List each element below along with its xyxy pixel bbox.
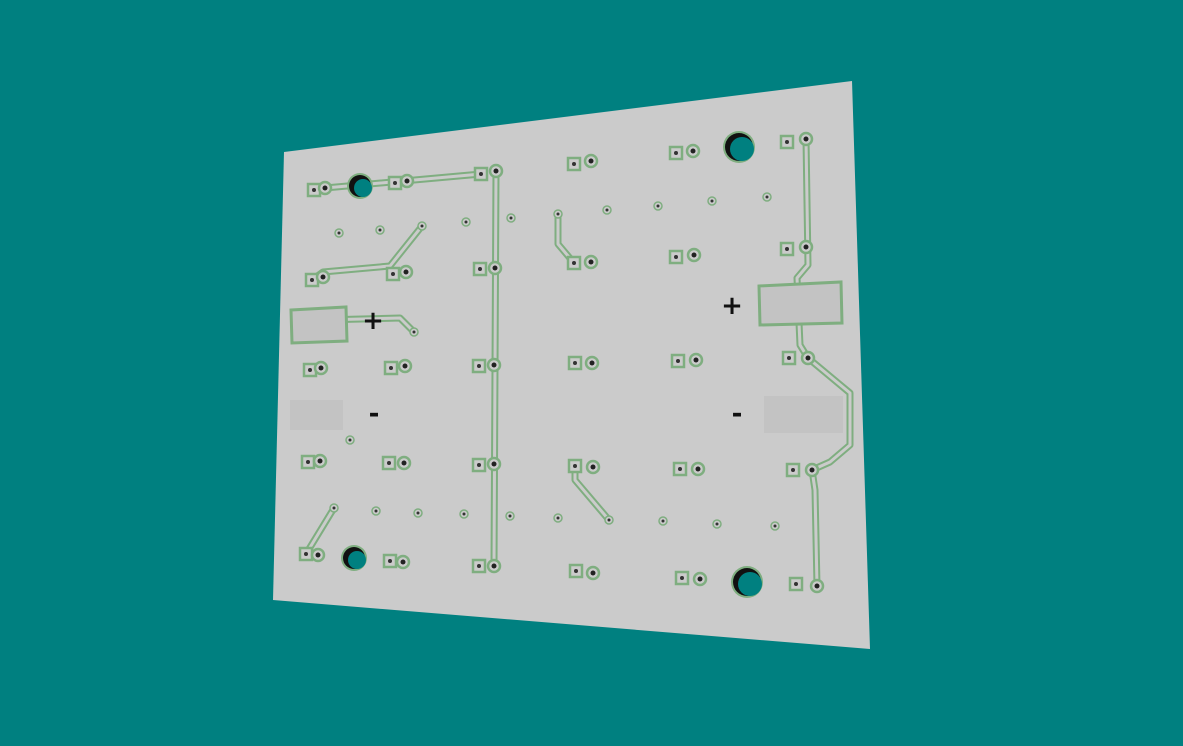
drill-hole (574, 569, 578, 573)
drill-hole (389, 366, 393, 370)
drill-hole (573, 361, 577, 365)
drill-hole (691, 252, 697, 258)
mounting-hole-through (738, 572, 762, 596)
via-hole (710, 199, 714, 203)
via-hole (656, 204, 660, 208)
via-hole (462, 512, 466, 516)
drill-hole (794, 582, 798, 586)
drill-hole (588, 158, 594, 164)
drill-hole (491, 461, 497, 467)
drill-hole (388, 559, 392, 563)
drill-hole (791, 468, 795, 472)
drill-hole (491, 362, 497, 368)
via-hole (332, 506, 336, 510)
drill-hole (393, 181, 397, 185)
drill-hole (401, 460, 407, 466)
drill-hole (590, 570, 596, 576)
drill-hole (306, 460, 310, 464)
drill-hole (317, 458, 323, 464)
drill-hole (320, 274, 326, 280)
drill-hole (809, 467, 815, 473)
drill-hole (491, 563, 497, 569)
drill-hole (803, 244, 809, 250)
via-hole (420, 224, 424, 228)
drill-hole (403, 269, 409, 275)
drill-hole (785, 140, 789, 144)
drill-hole (785, 247, 789, 251)
drill-hole (805, 355, 811, 361)
drill-hole (590, 464, 596, 470)
copper-trace-inner (304, 506, 336, 556)
drill-hole (787, 356, 791, 360)
drill-hole (589, 360, 595, 366)
silkscreen-minus-right: - (731, 399, 743, 429)
drill-hole (573, 464, 577, 468)
power-pad-right (757, 280, 844, 327)
via-hole (348, 438, 352, 442)
drill-hole (322, 185, 328, 191)
silkscreen-minus-left: - (368, 399, 380, 429)
drill-hole (479, 172, 483, 176)
via-hole (416, 511, 420, 515)
via-hole (661, 519, 665, 523)
mounting-hole-through (348, 551, 366, 569)
via-hole (337, 231, 341, 235)
drill-hole (477, 564, 481, 568)
via-hole (605, 208, 609, 212)
pad-area-left (290, 400, 343, 430)
drill-hole (404, 178, 410, 184)
drill-hole (674, 255, 678, 259)
drill-hole (312, 188, 316, 192)
drill-hole (680, 576, 684, 580)
via-hole (773, 524, 777, 528)
drill-hole (572, 261, 576, 265)
drill-hole (674, 151, 678, 155)
drill-hole (814, 583, 820, 589)
via-hole (378, 228, 382, 232)
power-pad-left (289, 305, 349, 345)
drill-hole (588, 259, 594, 265)
drill-hole (676, 359, 680, 363)
mounting-hole-through (354, 179, 372, 197)
mounting-hole-through (730, 137, 754, 161)
drill-hole (678, 467, 682, 471)
drill-hole (478, 267, 482, 271)
via-hole (715, 522, 719, 526)
drill-hole (803, 136, 809, 142)
pad-area-right (764, 396, 843, 433)
drill-hole (492, 265, 498, 271)
via-hole (464, 220, 468, 224)
drill-hole (310, 278, 314, 282)
via-hole (556, 516, 560, 520)
via-hole (412, 330, 416, 334)
silkscreen-plus-left: + (362, 306, 384, 336)
drill-hole (572, 162, 576, 166)
silkscreen-plus-right: + (721, 291, 743, 321)
drill-hole (477, 364, 481, 368)
via-hole (607, 518, 611, 522)
drill-hole (697, 576, 703, 582)
drill-hole (387, 461, 391, 465)
via-hole (508, 514, 512, 518)
drill-hole (308, 368, 312, 372)
drill-hole (402, 363, 408, 369)
drill-hole (400, 559, 406, 565)
via-hole (556, 212, 560, 216)
drill-hole (690, 148, 696, 154)
drill-hole (695, 466, 701, 472)
drill-hole (304, 552, 308, 556)
via-hole (509, 216, 513, 220)
drill-hole (391, 272, 395, 276)
via-hole (765, 195, 769, 199)
drill-hole (493, 168, 499, 174)
drill-hole (315, 552, 321, 558)
drill-hole (693, 357, 699, 363)
via-hole (374, 509, 378, 513)
drill-hole (318, 365, 324, 371)
drill-hole (477, 463, 481, 467)
